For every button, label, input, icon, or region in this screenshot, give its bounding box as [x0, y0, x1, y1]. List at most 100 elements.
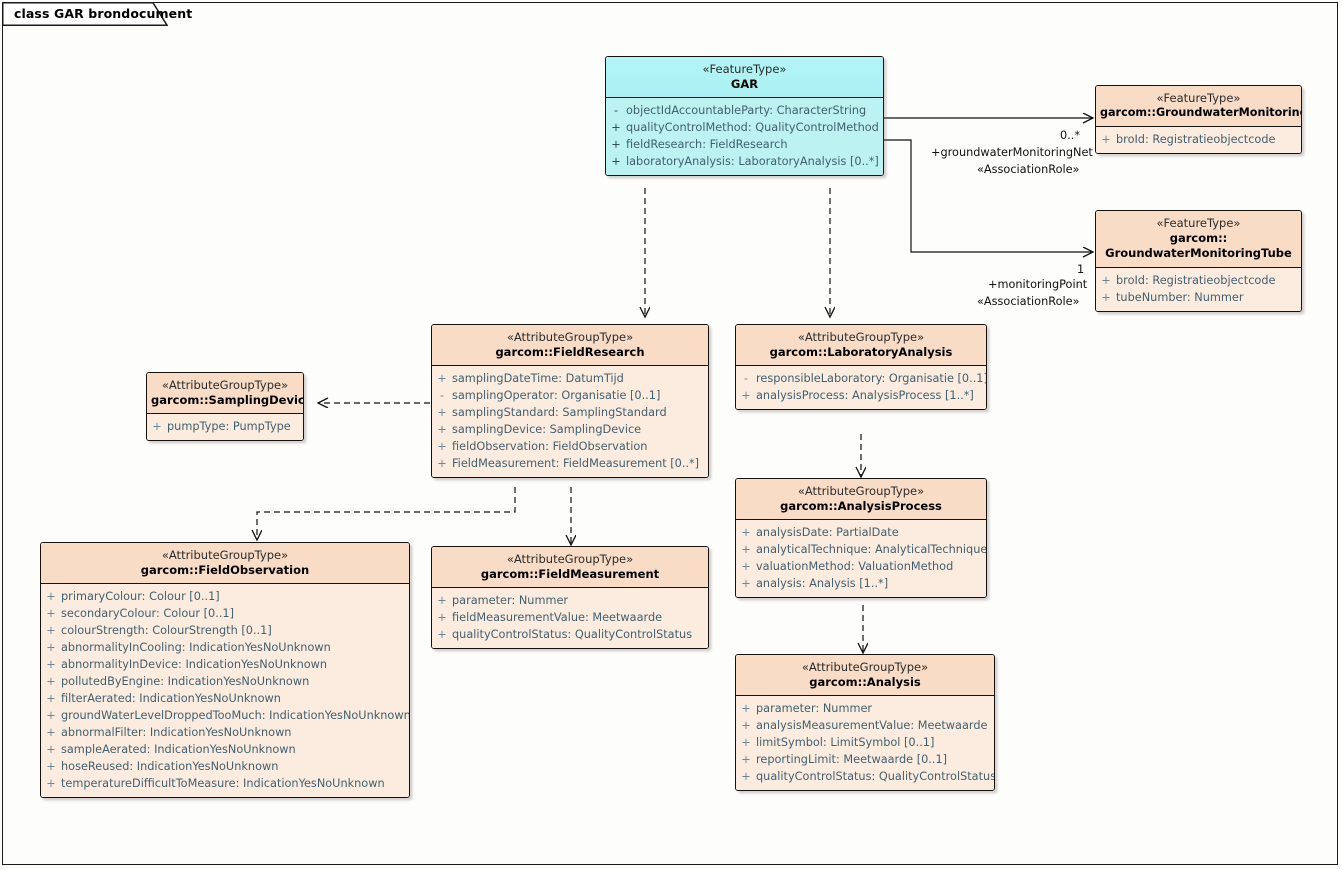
class-gar-attributes: - objectIdAccountableParty: CharacterStr… [606, 98, 883, 176]
attribute-text: parameter: Nummer [452, 594, 569, 608]
visibility-marker: + [46, 675, 56, 689]
class-gar-stereotype: «FeatureType» [702, 62, 787, 76]
visibility-marker: + [46, 590, 56, 604]
attribute-text: laboratoryAnalysis: LaboratoryAnalysis [… [626, 155, 879, 169]
visibility-marker: + [1101, 290, 1111, 304]
attribute-row: + limitSymbol: LimitSymbol [0..1] [736, 734, 994, 751]
class-fieldresearch-header: «AttributeGroupType» garcom::FieldResear… [432, 325, 708, 367]
class-analysis-stereotype: «AttributeGroupType» [801, 660, 929, 674]
attribute-text: primaryColour: Colour [0..1] [61, 590, 220, 604]
attribute-text: samplingDevice: SamplingDevice [452, 423, 642, 437]
visibility-marker: + [46, 692, 56, 706]
attribute-row: + abnormalityInCooling: IndicationYesNoU… [41, 639, 409, 656]
class-fieldmeasurement-stereotype: «AttributeGroupType» [506, 552, 634, 566]
class-fieldresearch-stereotype: «AttributeGroupType» [506, 330, 634, 344]
class-gar[interactable]: «FeatureType» GAR - objectIdAccountableP… [605, 56, 884, 177]
class-fieldobservation-attributes: + primaryColour: Colour [0..1] + seconda… [41, 584, 410, 798]
visibility-marker: + [611, 121, 621, 135]
attribute-text: groundWaterLevelDroppedTooMuch: Indicati… [61, 709, 410, 723]
attribute-text: pumpType: PumpType [167, 420, 291, 434]
attribute-text: broId: Registratieobjectcode [1116, 273, 1276, 287]
class-fieldmeasurement-attributes: + parameter: Nummer + fieldMeasurementVa… [432, 588, 708, 649]
class-laboratoryanalysis-attributes: - responsibleLaboratory: Organisatie [0.… [736, 366, 986, 410]
visibility-marker: + [741, 543, 751, 557]
attribute-text: samplingOperator: Organisatie [0..1] [452, 389, 661, 403]
attribute-text: abnormalFilter: IndicationYesNoUnknown [61, 726, 292, 740]
attribute-row: + FieldMeasurement: FieldMeasurement [0.… [432, 455, 708, 472]
class-groundwatermonitoringtube-attributes: + broId: Registratieobjectcode + tubeNum… [1096, 267, 1301, 311]
attribute-text: samplingDateTime: DatumTijd [452, 372, 624, 386]
class-fieldobservation-name: garcom::FieldObservation [140, 563, 310, 578]
visibility-marker: + [46, 709, 56, 723]
class-groundwatermonitoringnet-header: «FeatureType» garcom::GroundwaterMonitor… [1096, 86, 1301, 127]
visibility-marker: + [437, 611, 447, 625]
class-fieldresearch[interactable]: «AttributeGroupType» garcom::FieldResear… [431, 324, 709, 479]
attribute-text: qualityControlStatus: QualityControlStat… [756, 770, 995, 784]
class-samplingdevice[interactable]: «AttributeGroupType» garcom::SamplingDev… [146, 372, 304, 442]
class-groundwatermonitoringnet[interactable]: «FeatureType» garcom::GroundwaterMonitor… [1095, 85, 1302, 154]
class-fieldmeasurement-header: «AttributeGroupType» garcom::FieldMeasur… [432, 547, 708, 589]
visibility-marker: + [741, 719, 751, 733]
visibility-marker: + [437, 423, 447, 437]
class-groundwatermonitoringnet-attributes: + broId: Registratieobjectcode [1096, 126, 1301, 153]
attribute-text: qualityControlStatus: QualityControlStat… [452, 628, 693, 642]
attribute-text: abnormalityInCooling: IndicationYesNoUnk… [61, 641, 331, 655]
visibility-marker: + [741, 577, 751, 591]
attribute-row: + pollutedByEngine: IndicationYesNoUnkno… [41, 673, 409, 690]
attribute-row: + analysisMeasurementValue: Meetwaarde [736, 717, 994, 734]
attribute-text: pollutedByEngine: IndicationYesNoUnknown [61, 675, 310, 689]
class-gar-header: «FeatureType» GAR [606, 57, 883, 99]
attribute-text: qualityControlMethod: QualityControlMeth… [626, 121, 879, 135]
class-analysisprocess-name: garcom::AnalysisProcess [780, 499, 942, 514]
title-tab-shape [2, 2, 168, 26]
visibility-marker: + [741, 753, 751, 767]
attribute-text: reportingLimit: Meetwaarde [0..1] [756, 753, 948, 767]
visibility-marker: + [46, 607, 56, 621]
visibility-marker: + [46, 641, 56, 655]
class-groundwatermonitoringnet-stereotype: «FeatureType» [1156, 91, 1241, 105]
visibility-marker: + [1101, 273, 1111, 287]
visibility-marker: - [439, 389, 445, 403]
diagram-title: class GAR brondocument [14, 6, 193, 21]
class-laboratoryanalysis[interactable]: «AttributeGroupType» garcom::LaboratoryA… [735, 324, 987, 411]
attribute-row: + samplingStandard: SamplingStandard [432, 404, 708, 421]
attribute-text: samplingStandard: SamplingStandard [452, 406, 667, 420]
visibility-marker: + [437, 406, 447, 420]
attribute-row: + fieldResearch: FieldResearch [606, 136, 883, 153]
class-fieldresearch-name: garcom::FieldResearch [495, 345, 645, 360]
attribute-row: + analyticalTechnique: AnalyticalTechniq… [736, 541, 986, 558]
class-samplingdevice-header: «AttributeGroupType» garcom::SamplingDev… [147, 373, 303, 415]
visibility-marker: + [46, 743, 56, 757]
class-analysisprocess-header: «AttributeGroupType» garcom::AnalysisPro… [736, 479, 986, 521]
attribute-text: analysisMeasurementValue: Meetwaarde [756, 719, 988, 733]
class-analysisprocess[interactable]: «AttributeGroupType» garcom::AnalysisPro… [735, 478, 987, 599]
visibility-marker: + [611, 155, 621, 169]
attribute-row: + samplingDevice: SamplingDevice [432, 421, 708, 438]
visibility-marker: + [741, 560, 751, 574]
class-groundwatermonitoringtube[interactable]: «FeatureType» garcom:: GroundwaterMonito… [1095, 210, 1302, 312]
visibility-marker: + [741, 702, 751, 716]
stereotype-gar-tube: «AssociationRole» [977, 295, 1080, 308]
attribute-row: + laboratoryAnalysis: LaboratoryAnalysis… [606, 153, 883, 170]
attribute-row: + valuationMethod: ValuationMethod [736, 558, 986, 575]
class-fieldmeasurement[interactable]: «AttributeGroupType» garcom::FieldMeasur… [431, 546, 709, 650]
class-fieldobservation-header: «AttributeGroupType» garcom::FieldObserv… [41, 543, 409, 585]
class-analysis-name: garcom::Analysis [809, 675, 921, 690]
class-laboratoryanalysis-name: garcom::LaboratoryAnalysis [769, 345, 953, 360]
class-analysisprocess-stereotype: «AttributeGroupType» [797, 484, 925, 498]
class-analysis[interactable]: «AttributeGroupType» garcom::Analysis + … [735, 654, 995, 792]
attribute-row: + reportingLimit: Meetwaarde [0..1] [736, 751, 994, 768]
attribute-text: tubeNumber: Nummer [1116, 290, 1244, 304]
visibility-marker: + [611, 138, 621, 152]
visibility-marker: + [741, 770, 751, 784]
visibility-marker: - [613, 104, 619, 118]
attribute-row: + analysisDate: PartialDate [736, 524, 986, 541]
class-fieldobservation[interactable]: «AttributeGroupType» garcom::FieldObserv… [40, 542, 410, 799]
visibility-marker: + [46, 658, 56, 672]
attribute-row: + abnormalFilter: IndicationYesNoUnknown [41, 724, 409, 741]
attribute-row: + analysisProcess: AnalysisProcess [1..*… [736, 387, 986, 404]
class-groundwatermonitoringtube-namespace: garcom:: [1169, 231, 1228, 246]
attribute-text: secondaryColour: Colour [0..1] [61, 607, 235, 621]
attribute-text: valuationMethod: ValuationMethod [756, 560, 954, 574]
